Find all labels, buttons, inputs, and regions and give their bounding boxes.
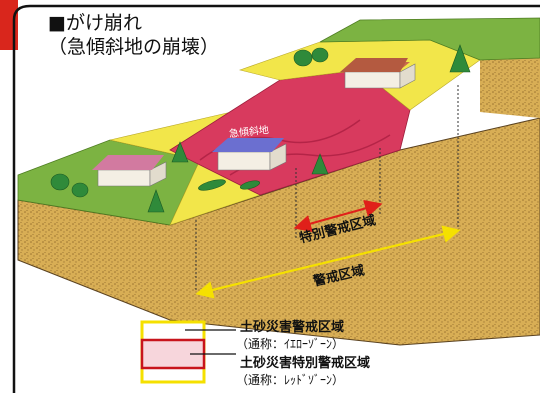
frame-border bbox=[12, 4, 540, 393]
house-upper bbox=[340, 58, 416, 89]
house-middle bbox=[212, 138, 287, 171]
house-lower bbox=[92, 155, 167, 187]
legend-red-name: 土砂災害特別警戒区域 bbox=[240, 356, 371, 371]
trees bbox=[50, 44, 471, 213]
legend-red-alias: （通称：ﾚｯﾄﾞｿﾞｰﾝ） bbox=[236, 373, 345, 387]
soil-side bbox=[480, 58, 540, 118]
upper-plateau-green bbox=[319, 17, 540, 61]
legend-yellow-name: 土砂災害警戒区域 bbox=[240, 320, 345, 335]
special-zone-arrow bbox=[293, 199, 383, 233]
zone-arrow bbox=[195, 225, 461, 299]
corner-red-tab bbox=[0, 0, 18, 50]
title-line-1: ■がけ崩れ bbox=[48, 12, 142, 34]
legend-yellow-alias: （通称：ｲｴﾛｰｿﾞｰﾝ） bbox=[236, 337, 345, 351]
title-line-2: （急傾斜地の崩壊） bbox=[48, 36, 220, 58]
